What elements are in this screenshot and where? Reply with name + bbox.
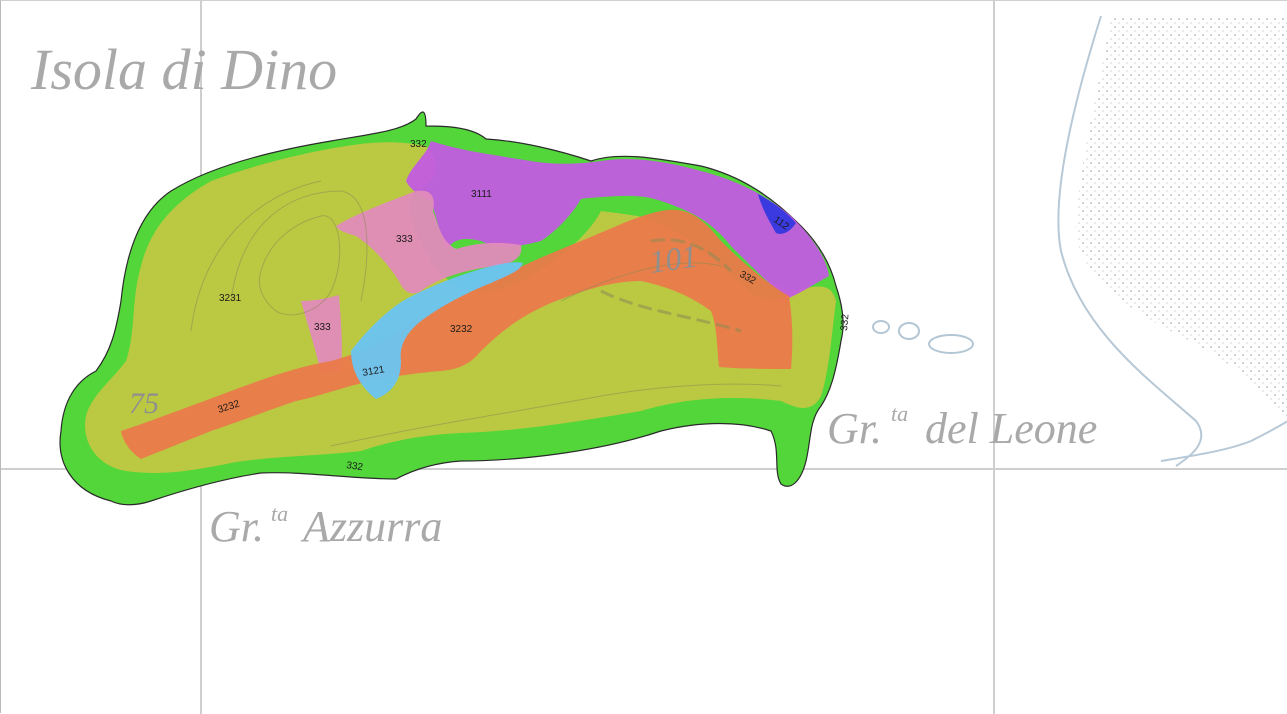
urban-zone-112[interactable]	[758, 194, 796, 234]
elevation-label-101: 101	[647, 238, 700, 280]
grotta-azzurra-sup: ta	[271, 501, 288, 526]
code-label: 333	[314, 322, 331, 333]
mainland-coast	[1057, 15, 1287, 467]
code-label: 332	[410, 139, 427, 150]
bare-zone-333-west[interactable]	[301, 295, 342, 373]
grotta-azzurra-prefix: Gr.	[209, 502, 264, 551]
code-label: 333	[396, 234, 413, 245]
shrub-zone-3232[interactable]	[121, 209, 793, 459]
code-label: 3231	[219, 293, 242, 304]
place-name-grotta-leone: Gr. ta del Leone	[827, 401, 1097, 453]
code-label: 3121	[362, 364, 386, 379]
grotta-leone-name: del Leone	[925, 404, 1097, 453]
elevation-label-75: 75	[129, 387, 159, 420]
forest-zone-3121[interactable]	[351, 262, 523, 399]
place-name-grotta-azzurra: Gr. ta Azzurra	[209, 501, 442, 551]
grotta-leone-sup: ta	[891, 401, 908, 426]
code-label: 3232	[450, 324, 473, 335]
grotta-azzurra-name: Azzurra	[300, 502, 442, 551]
bare-zone-333-center[interactable]	[336, 190, 522, 294]
place-name-isola: Isola di Dino	[30, 37, 337, 102]
code-label: 332	[839, 313, 851, 331]
contour-lines	[190, 180, 782, 447]
grotta-leone-prefix: Gr.	[827, 404, 882, 453]
forest-zone-3111[interactable]	[406, 141, 829, 301]
islets	[872, 320, 974, 354]
code-label: 3111	[471, 189, 492, 200]
code-label: 332	[346, 460, 364, 473]
